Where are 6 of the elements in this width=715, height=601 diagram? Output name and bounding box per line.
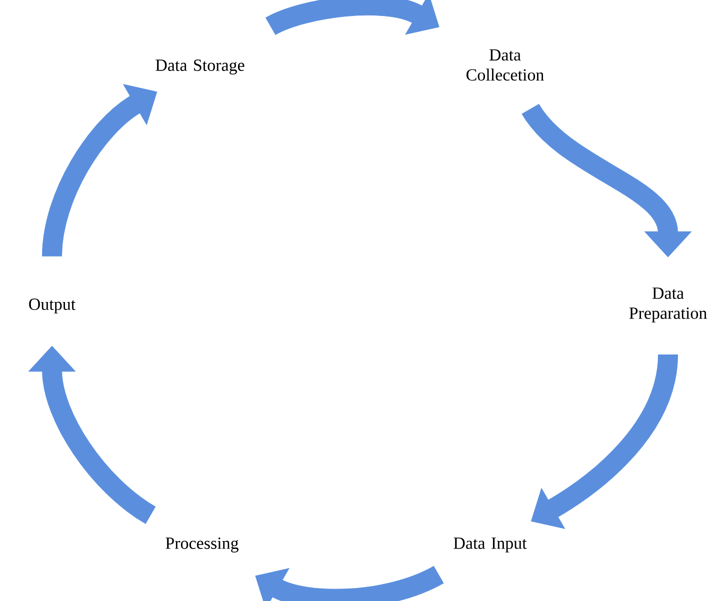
- step-label: Output: [29, 298, 76, 314]
- step-label: Processing: [166, 538, 238, 552]
- step-label: Data Storage: [156, 60, 244, 74]
- step-label: Data Collecetion: [466, 49, 544, 81]
- step-label: Data Input: [454, 538, 527, 552]
- step-label: Data Preparation: [629, 288, 707, 322]
